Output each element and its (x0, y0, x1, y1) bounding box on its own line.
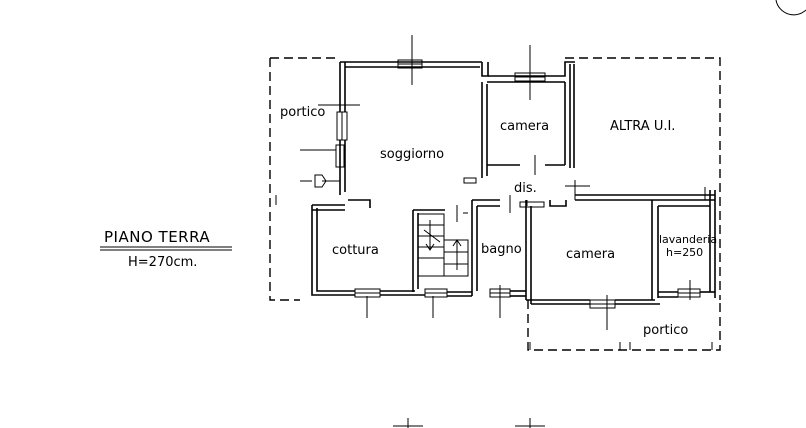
plan-title: PIANO TERRA (104, 228, 210, 246)
staircase (417, 213, 469, 277)
room-label-soggiorno: soggiorno (380, 147, 444, 162)
room-label-cottura: cottura (332, 243, 379, 258)
room-label-lavanderia-height: h=250 (666, 246, 703, 259)
room-label-dis: dis. (514, 181, 537, 196)
compass-icon (775, 0, 806, 16)
room-label-bagno: bagno (481, 242, 522, 257)
walls (311, 61, 716, 305)
room-label-portico-right: portico (643, 323, 688, 338)
outer-boundary (269, 57, 721, 351)
room-label-portico-left: portico (280, 105, 325, 120)
room-label-camera-bottom: camera (566, 247, 615, 262)
entrance-arrow-icon (314, 174, 340, 188)
section-markers (300, 35, 713, 428)
room-label-altra-ui: ALTRA U.I. (610, 119, 675, 134)
room-label-camera-top: camera (500, 119, 549, 134)
plan-height: H=270cm. (128, 255, 197, 270)
room-label-lavanderia: lavanderia (659, 233, 717, 246)
